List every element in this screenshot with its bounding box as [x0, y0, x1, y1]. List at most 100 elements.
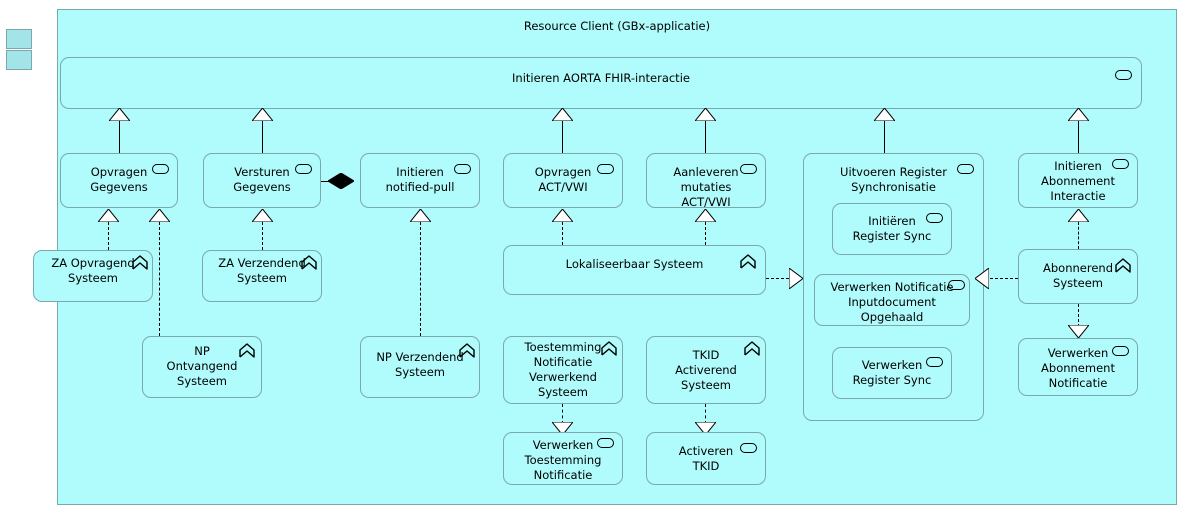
- node-label: Initieren notified-pull: [385, 165, 455, 194]
- node-label: Verwerken Toestemming Notificatie: [524, 438, 602, 482]
- application-service-icon: [926, 357, 943, 367]
- relation-line: [884, 120, 885, 156]
- application-service-icon: [740, 164, 757, 174]
- application-service-icon: [948, 280, 965, 290]
- specialization-arrowhead: [1068, 108, 1089, 121]
- realization-arrowhead: [975, 268, 989, 289]
- realization-arrowhead: [252, 209, 273, 222]
- relation-line: [766, 278, 789, 279]
- application-service-icon: [926, 213, 943, 223]
- node-initieren-aorta-fhir-interactie[interactable]: Initieren AORTA FHIR-interactie: [60, 57, 1142, 109]
- realization-arrowhead: [789, 268, 803, 289]
- composition-diamond: [328, 173, 354, 189]
- assignment-arrowhead: [552, 422, 573, 435]
- application-process-icon: [239, 343, 255, 361]
- application-service-icon: [1112, 159, 1129, 169]
- realization-arrowhead: [695, 209, 716, 222]
- application-process-icon: [459, 343, 475, 361]
- node-np-verzendend-systeem[interactable]: NP Verzendend Systeem: [360, 336, 480, 398]
- assignment-arrowhead: [695, 422, 716, 435]
- realization-arrowhead: [410, 209, 431, 222]
- specialization-arrowhead: [695, 108, 716, 121]
- node-versturen-gegevens[interactable]: Versturen Gegevens: [203, 153, 321, 208]
- node-label: Verwerken Abonnement Notificatie: [1041, 346, 1115, 390]
- node-lokaliseerbaar-systeem[interactable]: Lokaliseerbaar Systeem: [503, 245, 766, 295]
- realization-arrowhead: [552, 209, 573, 222]
- relation-line: [262, 120, 263, 156]
- node-verwerken-abonnement-notificatie[interactable]: Verwerken Abonnement Notificatie: [1018, 338, 1138, 396]
- specialization-arrowhead: [109, 108, 130, 121]
- node-label: Uitvoeren Register Synchronisatie: [840, 165, 947, 194]
- node-activeren-tkid[interactable]: Activeren TKID: [646, 432, 766, 485]
- application-process-icon: [744, 341, 760, 359]
- node-za-verzendend-systeem[interactable]: ZA Verzendend Systeem: [202, 250, 322, 302]
- application-process-icon: [132, 255, 148, 273]
- assignment-arrowhead: [1068, 325, 1089, 338]
- node-abonnerend-systeem[interactable]: Abonnerend Systeem: [1018, 249, 1138, 304]
- node-label: Verwerken Notificatie Inputdocument Opge…: [830, 280, 954, 324]
- node-label: Opvragen Gegevens: [90, 165, 148, 194]
- relation-line: [420, 222, 421, 336]
- relation-line: [562, 404, 563, 424]
- container-title: Resource Client (GBx-applicatie): [523, 19, 711, 33]
- node-toestemming-notificatie-verwerkend-systeem[interactable]: Toestemming Notificatie Verwerkend Syste…: [503, 336, 623, 404]
- relation-line: [159, 222, 160, 336]
- node-verwerken-register-sync[interactable]: Verwerken Register Sync: [832, 347, 952, 399]
- application-service-icon: [152, 164, 169, 174]
- node-label: Aanleveren mutaties ACT/VWI: [673, 165, 739, 209]
- relation-line: [562, 120, 563, 156]
- realization-arrowhead: [149, 209, 170, 222]
- node-tkid-activerend-systeem[interactable]: TKID Activerend Systeem: [646, 336, 766, 404]
- specialization-arrowhead: [552, 108, 573, 121]
- application-component-icon-tab-lower: [6, 50, 32, 70]
- application-service-icon: [1115, 70, 1132, 80]
- application-service-icon: [740, 443, 757, 453]
- node-label: Activeren TKID: [678, 444, 734, 473]
- node-opvragen-act-vwi[interactable]: Opvragen ACT/VWI: [503, 153, 623, 208]
- relation-line: [705, 404, 706, 424]
- relation-line: [262, 222, 263, 250]
- node-label: ZA Verzendend Systeem: [218, 256, 306, 285]
- application-process-icon: [601, 341, 617, 359]
- node-initieren-register-sync[interactable]: Initiëren Register Sync: [832, 203, 952, 255]
- node-label: TKID Activerend Systeem: [675, 348, 737, 392]
- realization-arrowhead: [1068, 209, 1089, 222]
- application-process-icon: [301, 255, 317, 273]
- specialization-arrowhead: [874, 108, 895, 121]
- relation-line: [119, 120, 120, 156]
- node-label: Lokaliseerbaar Systeem: [565, 257, 704, 271]
- node-initieren-notified-pull[interactable]: Initieren notified-pull: [360, 153, 480, 208]
- node-label: Initiëren Register Sync: [852, 214, 932, 243]
- node-opvragen-gegevens[interactable]: Opvragen Gegevens: [60, 153, 178, 208]
- relation-line: [1078, 120, 1079, 156]
- application-service-icon: [597, 438, 614, 448]
- node-za-opvragend-systeem[interactable]: ZA Opvragend Systeem: [33, 250, 153, 302]
- application-process-icon: [740, 254, 756, 272]
- node-initieren-abonnement-interactie[interactable]: Initieren Abonnement Interactie: [1018, 153, 1138, 208]
- relation-line: [705, 222, 706, 245]
- node-label: Opvragen ACT/VWI: [534, 165, 592, 194]
- node-label: NP Ontvangend Systeem: [166, 344, 238, 388]
- node-label: Initieren AORTA FHIR-interactie: [512, 71, 690, 85]
- node-label: Versturen Gegevens: [233, 165, 291, 194]
- node-label: Abonnerend Systeem: [1043, 261, 1113, 290]
- node-verwerken-toestemming-notificatie[interactable]: Verwerken Toestemming Notificatie: [503, 432, 623, 485]
- node-aanleveren-mutaties-act-vwi[interactable]: Aanleveren mutaties ACT/VWI: [646, 153, 766, 209]
- application-process-icon: [1115, 258, 1131, 276]
- relation-line: [108, 222, 109, 250]
- node-verwerken-notificatie-inputdocument-opgehaald[interactable]: Verwerken Notificatie Inputdocument Opge…: [814, 274, 970, 326]
- node-label: NP Verzendend Systeem: [376, 350, 464, 379]
- application-service-icon: [1112, 346, 1129, 356]
- relation-line: [1078, 304, 1079, 327]
- application-service-icon: [295, 164, 312, 174]
- node-label: Verwerken Register Sync: [852, 358, 932, 387]
- specialization-arrowhead: [252, 108, 273, 121]
- realization-arrowhead: [98, 209, 119, 222]
- application-component-icon-tab-upper: [6, 29, 32, 49]
- relation-line: [562, 222, 563, 245]
- node-label: Initieren Abonnement Interactie: [1041, 159, 1115, 203]
- application-service-icon: [597, 164, 614, 174]
- relation-line: [1078, 222, 1079, 249]
- node-np-ontvangend-systeem[interactable]: NP Ontvangend Systeem: [142, 336, 262, 398]
